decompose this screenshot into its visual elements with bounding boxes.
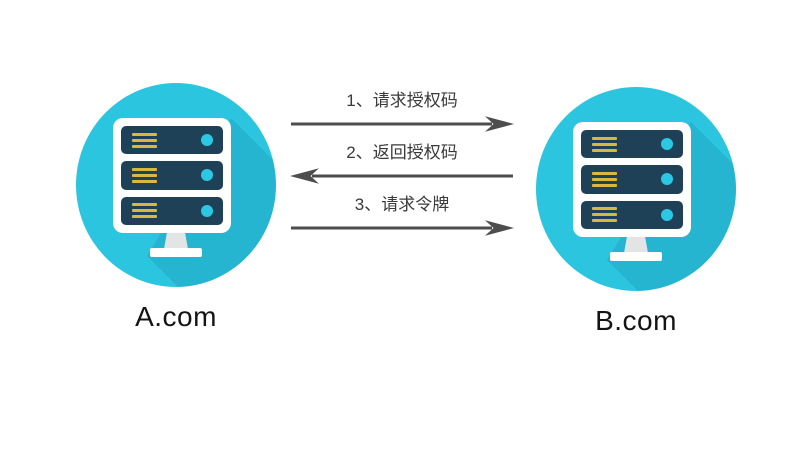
message-row-2: 2、返回授权码 [289, 140, 515, 192]
message-row-1: 1、请求授权码 [289, 88, 515, 140]
monitor-stand-neck [624, 237, 648, 253]
message-label: 3、请求令牌 [354, 195, 450, 214]
node-a: A.com [76, 83, 276, 333]
message-label: 2、返回授权码 [346, 143, 458, 162]
slot-menu-lines-icon [592, 136, 617, 152]
slot-led-dot-icon [201, 204, 213, 217]
node-b-label: B.com [595, 305, 677, 336]
slot-led-dot-icon [201, 169, 213, 182]
node-b: B.com [536, 87, 736, 337]
message-flow: 1、请求授权码 2、返回授权码 3、请求令牌 [289, 88, 515, 244]
server-rack-icon [573, 122, 691, 237]
slot-menu-lines-icon [132, 132, 157, 148]
slot-led-dot-icon [661, 138, 673, 151]
slot-menu-lines-icon [132, 203, 157, 219]
slot-menu-lines-icon [592, 207, 617, 223]
server-slot [121, 196, 223, 225]
server-slot [121, 161, 223, 190]
server-slot [581, 165, 683, 194]
monitor-stand-neck [164, 233, 188, 249]
arrow-left-icon [290, 168, 513, 184]
server-rack-icon [113, 118, 231, 233]
slot-led-dot-icon [201, 134, 213, 147]
server-slot [581, 200, 683, 229]
message-label: 1、请求授权码 [346, 91, 458, 110]
server-slot [121, 126, 223, 155]
arrow-right-icon [291, 220, 514, 236]
slot-menu-lines-icon [592, 171, 617, 187]
server-slot [581, 130, 683, 159]
message-row-3: 3、请求令牌 [289, 192, 515, 244]
node-circle [76, 83, 276, 287]
slot-menu-lines-icon [132, 167, 157, 183]
monitor-stand-base [150, 248, 202, 257]
slot-led-dot-icon [661, 208, 673, 221]
node-circle [536, 87, 736, 291]
node-a-label: A.com [135, 301, 217, 332]
slot-led-dot-icon [661, 173, 673, 186]
arrow-right-icon [291, 116, 514, 132]
monitor-stand-base [610, 252, 662, 261]
